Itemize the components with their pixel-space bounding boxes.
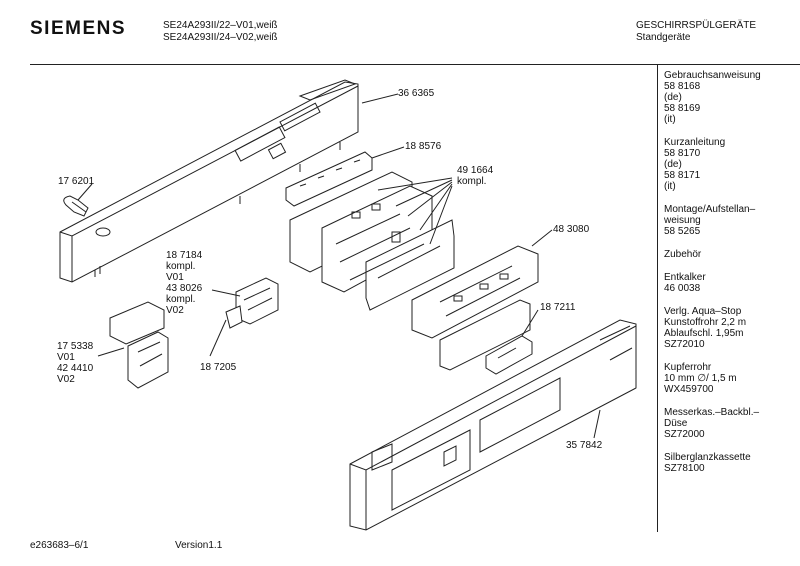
sidebar-text: Messerkas.–Backbl.– (664, 407, 760, 418)
part-label-175338: 17 5338 V01 42 4410 V02 (57, 341, 93, 385)
clip-part (63, 195, 89, 217)
header-divider (30, 64, 800, 65)
category-line-1: GESCHIRRSPÜLGERÄTE (636, 20, 757, 31)
part-label-357842: 35 7842 (566, 440, 602, 451)
part-note: V02 (166, 305, 184, 316)
part-label-187211: 18 7211 (540, 302, 575, 313)
sidebar-text: 58 8168 (664, 81, 701, 92)
sidebar-text: Düse (664, 418, 688, 429)
sidebar-text: 58 8170 (664, 148, 701, 159)
part-note: kompl. (166, 294, 196, 305)
sidebar-text: 58 8169 (664, 103, 701, 114)
sidebar-block-manual: Gebrauchsanweisung 58 8168 (de) 58 8169 … (664, 70, 796, 125)
version-label: Version1.1 (175, 540, 223, 551)
sidebar-text: SZ78100 (664, 463, 705, 474)
sidebar-text: 58 5265 (664, 226, 701, 237)
aquastop-part (109, 301, 169, 389)
part-label-491664: 49 1664 kompl. (457, 165, 493, 187)
sidebar-text: Kupferrohr (664, 362, 712, 373)
part-number: 18 8576 (405, 141, 442, 152)
sidebar-block-nozzle: Messerkas.–Backbl.– Düse SZ72000 (664, 407, 796, 440)
category: GESCHIRRSPÜLGERÄTE Standgeräte (636, 20, 756, 44)
part-label-187184: 18 7184 kompl. V01 43 8026 kompl. V02 (166, 250, 202, 316)
part-label-188576: 18 8576 (405, 141, 441, 152)
brand-logo: SIEMENS (30, 18, 127, 39)
model-line-2: SE24A293II/24–V02,weiß (163, 32, 278, 43)
sidebar-text: (it) (664, 181, 676, 192)
sidebar-text: Gebrauchsanweisung (664, 70, 761, 81)
category-line-2: Standgeräte (636, 32, 691, 43)
sidebar-block-quickguide: Kurzanleitung 58 8170 (de) 58 8171 (it) (664, 137, 796, 192)
accessory-sidebar: Gebrauchsanweisung 58 8168 (de) 58 8169 … (664, 70, 796, 486)
display-strip-part (285, 151, 373, 207)
part-number: 48 3080 (553, 224, 590, 235)
part-label-176201: 17 6201 (58, 176, 94, 187)
part-number: 35 7842 (566, 440, 603, 451)
sidebar-text: 58 8171 (664, 170, 701, 181)
sidebar-text: 10 mm ∅/ 1,5 m (664, 373, 737, 384)
sidebar-text: Montage/Aufstellan– (664, 204, 756, 215)
part-label-187205: 18 7205 (200, 362, 236, 373)
sidebar-text: Kunstoffrohr 2,2 m (664, 317, 747, 328)
sidebar-text: Zubehör (664, 249, 702, 260)
part-number: 17 6201 (58, 176, 95, 187)
part-label-366365: 36 6365 (398, 88, 434, 99)
part-number: 18 7211 (540, 302, 576, 313)
model-numbers: SE24A293II/22–V01,weiß SE24A293II/24–V02… (163, 20, 278, 44)
document-id: e263683–6/1 (30, 540, 89, 551)
sidebar-text: Entkalker (664, 272, 706, 283)
board-cover-part (411, 245, 539, 371)
part-number: 18 7205 (200, 362, 237, 373)
circuit-board-part (289, 171, 455, 311)
sidebar-text: Kurzanleitung (664, 137, 726, 148)
part-note: V01 (166, 272, 184, 283)
sidebar-text: Verlg. Aqua–Stop (664, 306, 742, 317)
part-note: V01 (57, 352, 75, 363)
part-number: 49 1664 (457, 165, 494, 176)
sidebar-text: WX459700 (664, 384, 714, 395)
sidebar-text: Ablaufschl. 1,95m (664, 328, 744, 339)
sidebar-text: SZ72010 (664, 339, 705, 350)
sidebar-block-silver-cassette: Silberglanzkassette SZ78100 (664, 452, 796, 474)
part-note: kompl. (457, 176, 487, 187)
part-number: 43 8026 (166, 283, 203, 294)
part-label-483080: 48 3080 (553, 224, 589, 235)
control-panel-part (59, 79, 359, 283)
sidebar-text: weisung (664, 215, 701, 226)
sidebar-divider (657, 64, 658, 532)
sidebar-block-copperpipe: Kupferrohr 10 mm ∅/ 1,5 m WX459700 (664, 362, 796, 395)
part-note: kompl. (166, 261, 196, 272)
sidebar-block-installation: Montage/Aufstellan– weisung 58 5265 (664, 204, 796, 237)
sidebar-block-aquastop: Verlg. Aqua–Stop Kunstoffrohr 2,2 m Abla… (664, 306, 796, 350)
housing-part (349, 319, 637, 531)
part-number: 18 7184 (166, 250, 203, 261)
relay-part (225, 277, 279, 329)
sidebar-text: 46 0038 (664, 283, 701, 294)
sidebar-text: (de) (664, 159, 682, 170)
part-number: 17 5338 (57, 341, 94, 352)
part-number: 42 4410 (57, 363, 94, 374)
part-note: V02 (57, 374, 75, 385)
sidebar-text: (de) (664, 92, 682, 103)
sidebar-block-descaler: Entkalker 46 0038 (664, 272, 796, 294)
sidebar-text: Silberglanzkassette (664, 452, 751, 463)
sidebar-block-accessories: Zubehör (664, 249, 796, 260)
part-number: 36 6365 (398, 88, 435, 99)
model-line-1: SE24A293II/22–V01,weiß (163, 20, 278, 31)
sidebar-text: (it) (664, 114, 676, 125)
sidebar-text: SZ72000 (664, 429, 705, 440)
